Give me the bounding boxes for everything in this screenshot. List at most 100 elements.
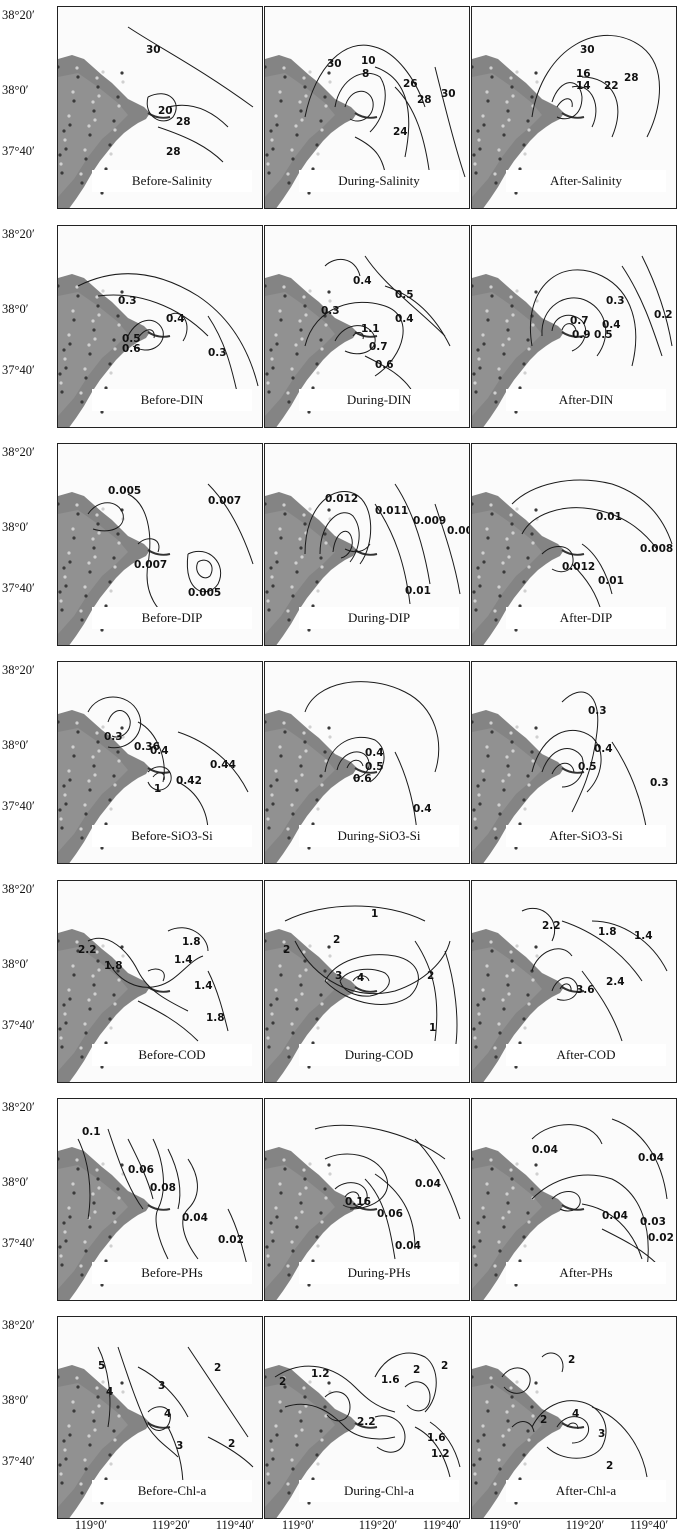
land-speckle <box>283 949 287 953</box>
land-speckle <box>265 720 267 724</box>
x-axis-label: 119°40′ <box>422 1518 462 1532</box>
contour-value-label: 0.04 <box>638 1152 664 1164</box>
land-speckle <box>97 968 101 972</box>
land-speckle <box>481 1424 485 1428</box>
land-speckle <box>302 1386 306 1390</box>
land-speckle <box>476 129 480 133</box>
contour-line <box>186 550 222 593</box>
land-speckle <box>116 969 120 973</box>
contour-plot: 0.30.40.50.41.10.70.6 <box>265 255 451 427</box>
land-speckle <box>88 1007 92 1011</box>
land-speckle <box>506 1201 510 1205</box>
contour-value-label: 0.4 <box>166 313 185 325</box>
land-speckle <box>72 973 76 977</box>
land-speckle <box>67 988 71 992</box>
contour-value-label: 0.9 <box>572 329 591 341</box>
land-speckle <box>68 560 72 564</box>
land-speckle <box>265 1245 269 1249</box>
land-speckle <box>486 1191 490 1195</box>
land-speckle <box>75 66 79 70</box>
river-mouth <box>147 112 171 119</box>
land-speckle <box>266 381 270 385</box>
land-speckle <box>472 1463 476 1467</box>
land-texture <box>472 73 542 197</box>
land-speckle <box>265 808 269 812</box>
river-mouth <box>147 331 171 338</box>
x-axis-label: 119°40′ <box>629 1518 669 1532</box>
land-speckle <box>92 1419 96 1423</box>
panel-title: During-PHs <box>299 1262 459 1284</box>
land-speckle <box>507 1428 511 1432</box>
land-speckle <box>511 313 515 317</box>
land-speckle <box>274 988 278 992</box>
land-speckle <box>505 1410 509 1414</box>
contour-line <box>352 331 364 340</box>
land-speckle <box>319 338 323 342</box>
contour-line <box>541 1352 564 1373</box>
land-speckle <box>509 950 513 954</box>
land-speckle <box>515 725 519 729</box>
land-speckle <box>290 1458 294 1462</box>
contour-line <box>167 104 229 128</box>
land-speckle <box>59 162 63 166</box>
land-speckle <box>477 1448 481 1452</box>
contour-line <box>314 1124 446 1160</box>
land-speckle <box>473 1472 477 1476</box>
land-speckle <box>511 749 515 753</box>
land-speckle <box>303 304 307 308</box>
land-speckle <box>59 1036 63 1040</box>
land-speckle <box>80 400 84 404</box>
land-speckle <box>324 323 328 327</box>
land-speckle <box>527 1002 531 1006</box>
land-speckle <box>328 735 332 739</box>
land-speckle <box>113 128 117 132</box>
contour-value-label: 0.7 <box>369 341 388 353</box>
land-speckle <box>493 827 497 831</box>
land-speckle <box>315 1017 319 1021</box>
land-speckle <box>327 1163 331 1167</box>
land-speckle <box>511 1186 515 1190</box>
land-speckle <box>83 1458 87 1462</box>
land-texture <box>265 947 335 1071</box>
contour-value-label: 4 <box>572 1408 579 1420</box>
land-speckle <box>58 1463 62 1467</box>
land-speckle <box>506 328 510 332</box>
land-speckle <box>472 1027 476 1031</box>
contour-line <box>561 691 599 813</box>
land-speckle <box>59 381 63 385</box>
land-speckle <box>60 1481 64 1485</box>
land-speckle <box>505 537 509 541</box>
land-speckle <box>303 959 307 963</box>
contour-line <box>511 1421 535 1433</box>
land-speckle <box>294 1434 298 1438</box>
land-speckle <box>490 512 494 516</box>
land-speckle <box>113 347 117 351</box>
land-speckle <box>286 1264 290 1268</box>
land-speckle <box>278 90 282 94</box>
land-speckle <box>294 1216 298 1220</box>
contour-value-label: 2 <box>568 1354 575 1366</box>
contour-value-label: 2 <box>441 1360 448 1372</box>
land-speckle <box>315 580 319 584</box>
land-speckle <box>299 328 303 332</box>
land-speckle <box>95 1386 99 1390</box>
panel-title: After-Salinity <box>506 170 666 192</box>
land-speckle <box>112 1211 116 1215</box>
land-speckle <box>515 944 519 948</box>
land-speckle <box>531 759 535 763</box>
land-speckle <box>497 1458 501 1462</box>
land-speckle <box>535 299 539 303</box>
contour-value-label: 0.04 <box>532 1144 558 1156</box>
river-mouth <box>354 1422 378 1429</box>
land-speckle <box>486 536 490 540</box>
land-speckle <box>282 1158 286 1162</box>
land-speckle <box>486 754 490 758</box>
contour-value-label: 2.2 <box>357 1416 376 1428</box>
contour-line <box>324 954 419 1005</box>
land-speckle <box>505 1192 509 1196</box>
land-speckle <box>84 1249 88 1253</box>
land-speckle <box>507 773 511 777</box>
contour-line <box>444 950 458 1052</box>
panel-title: Before-DIP <box>92 607 252 629</box>
